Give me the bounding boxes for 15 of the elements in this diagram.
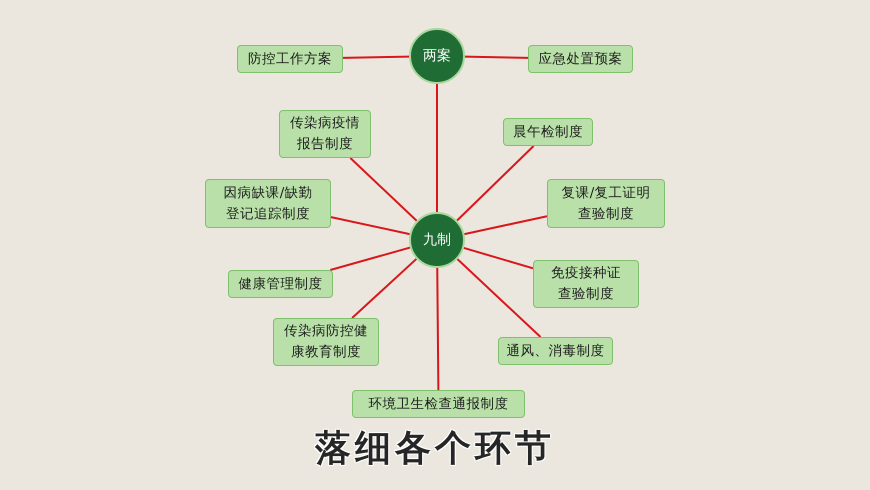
- connector-line: [436, 268, 440, 390]
- connector-line: [464, 246, 534, 270]
- caption: 落细各个环节: [314, 427, 556, 471]
- connector-line: [464, 215, 548, 236]
- connector-line: [436, 84, 438, 212]
- connector-line: [456, 258, 542, 338]
- connector-line: [330, 216, 410, 236]
- connector-line: [342, 56, 410, 59]
- connector-line: [350, 157, 418, 222]
- connector-line: [456, 145, 534, 222]
- connector-line: [330, 246, 410, 271]
- hub-circle: 两案: [409, 28, 465, 84]
- hub-circle: 九制: [409, 212, 465, 268]
- connector-line: [351, 258, 418, 319]
- connector-line: [464, 56, 528, 59]
